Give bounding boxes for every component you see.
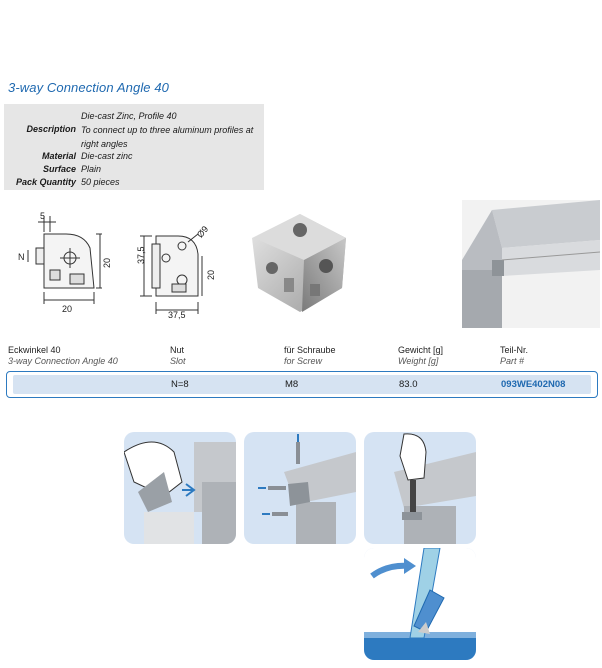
technical-drawing-side: 37,5 Ø9 20 37,5 — [136, 224, 216, 320]
dim-label: Ø9 — [195, 224, 210, 240]
header-slot-en: Slot — [170, 356, 186, 366]
header-part-de: Teil-Nr. — [500, 345, 529, 355]
header-name-en: 3-way Connection Angle 40 — [8, 356, 118, 366]
assembly-step-4 — [364, 548, 476, 660]
header-name-de: Eckwinkel 40 — [8, 345, 61, 355]
technical-drawing-front: 5 N 20 20 — [18, 211, 112, 314]
assembly-step-4-image — [364, 548, 476, 660]
assembly-step-1 — [124, 432, 236, 544]
assembly-step-3 — [364, 432, 476, 544]
cell-screw: M8 — [285, 379, 299, 390]
header-weight-de: Gewicht [g] — [398, 345, 444, 355]
table-row-background — [13, 375, 591, 394]
header-slot-de: Nut — [170, 345, 185, 355]
spec-label: Description — [26, 124, 76, 134]
assembly-step-2-image — [258, 434, 356, 544]
table-row[interactable]: N=8 M8 83.0 093WE402N08 — [6, 371, 598, 398]
spec-value: To connect up to three aluminum profiles… — [81, 125, 254, 149]
cell-weight: 83.0 — [399, 379, 418, 390]
spec-value: Die-cast Zinc, Profile 40 — [81, 111, 177, 121]
cell-slot: N=8 — [171, 379, 189, 390]
header-part-en: Part # — [500, 356, 525, 366]
header-weight-en: Weight [g] — [398, 356, 439, 366]
dim-label: 20 — [206, 270, 216, 280]
dim-label: 5 — [40, 211, 45, 221]
header-weight: Gewicht [g] Weight [g] — [398, 345, 443, 367]
assembly-step-2 — [244, 432, 356, 544]
spec-label: Material — [41, 151, 76, 161]
spec-value: 50 pieces — [81, 177, 120, 187]
dim-label: 37,5 — [168, 310, 186, 320]
dim-label: 20 — [102, 258, 112, 268]
product-render-image — [252, 214, 346, 312]
header-screw: für Schraube for Screw — [284, 345, 336, 367]
header-screw-en: for Screw — [284, 356, 323, 366]
header-part: Teil-Nr. Part # — [500, 345, 528, 367]
spec-table: Die-cast Zinc, Profile 40 Description To… — [4, 104, 264, 190]
spec-value: Die-cast zinc — [81, 151, 133, 161]
dim-label: N — [18, 252, 25, 262]
spec-label: Surface — [42, 164, 76, 174]
cell-part-number[interactable]: 093WE402N08 — [501, 379, 566, 390]
header-name: Eckwinkel 40 3-way Connection Angle 40 — [8, 345, 118, 367]
spec-value: Plain — [81, 164, 102, 174]
header-screw-de: für Schraube — [284, 345, 336, 355]
installation-photo — [462, 200, 600, 328]
spec-label: Pack Quantity — [15, 177, 76, 187]
product-title: 3-way Connection Angle 40 — [8, 80, 170, 95]
dim-label: 20 — [62, 304, 72, 314]
assembly-step-3-image — [394, 433, 476, 544]
dim-label: 37,5 — [136, 246, 146, 264]
header-slot: Nut Slot — [170, 345, 186, 367]
assembly-step-1-image — [124, 441, 236, 544]
